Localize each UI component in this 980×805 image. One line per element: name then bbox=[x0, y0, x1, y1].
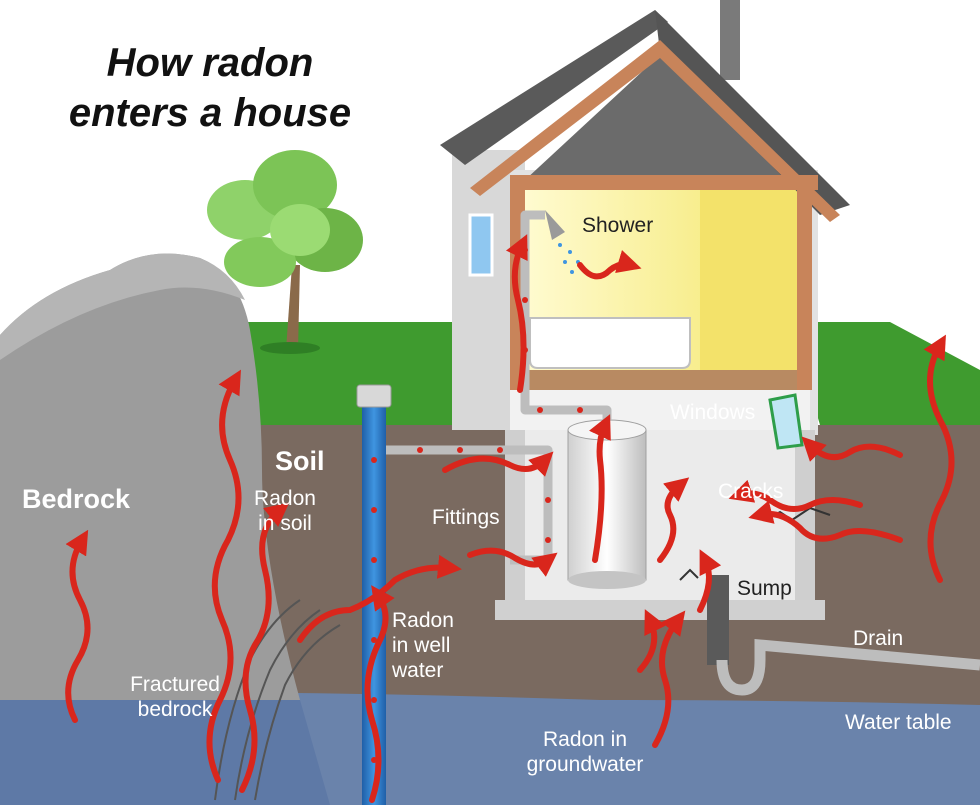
label-radon-in-soil: Radon in soil bbox=[254, 487, 316, 535]
roof-left bbox=[440, 10, 668, 165]
attic bbox=[525, 55, 797, 180]
arrow-cracks-2 bbox=[728, 479, 863, 512]
label-fittings: Fittings bbox=[432, 506, 500, 529]
arrow-right-ground bbox=[923, 334, 955, 583]
arrow-basement-2 bbox=[467, 547, 558, 577]
arrow-bedrock bbox=[65, 529, 91, 723]
basement-floor bbox=[495, 600, 825, 620]
right-post bbox=[797, 175, 812, 390]
chimney bbox=[720, 0, 740, 80]
label-cracks: Cracks bbox=[718, 480, 784, 503]
arrow-groundwater bbox=[652, 610, 686, 748]
label-fractured-bedrock: Fractured bedrock bbox=[130, 673, 220, 721]
tree bbox=[207, 150, 363, 354]
upper-floor bbox=[515, 370, 810, 390]
arrow-soil-mid bbox=[239, 502, 290, 793]
basement-wall-right bbox=[795, 430, 815, 610]
label-bedrock: Bedrock bbox=[22, 484, 131, 514]
water-tank bbox=[567, 419, 647, 589]
label-radon-in-well-water: Radon in well water bbox=[392, 609, 454, 682]
shower-head bbox=[545, 210, 565, 240]
roof-main bbox=[655, 10, 850, 215]
room-right-wall bbox=[700, 188, 797, 370]
well-cap bbox=[356, 384, 392, 408]
side-window bbox=[468, 213, 494, 277]
sump-pit bbox=[707, 575, 729, 665]
bathtub bbox=[529, 317, 691, 369]
label-soil: Soil bbox=[275, 446, 325, 476]
ceiling-beam bbox=[510, 175, 818, 190]
arrow-sump bbox=[637, 609, 667, 673]
basement-wall-left bbox=[505, 430, 525, 610]
arrow-pipe-up bbox=[505, 234, 528, 393]
grass-right bbox=[790, 322, 980, 425]
label-radon-in-groundwater: Radon in groundwater bbox=[526, 728, 644, 776]
arrow-windows bbox=[801, 436, 903, 462]
arrow-shower bbox=[577, 250, 642, 280]
shower-spray bbox=[558, 243, 587, 274]
arrow-floor-crack bbox=[657, 477, 690, 563]
drain-pipe bbox=[716, 638, 980, 696]
plumbing-pipes bbox=[385, 210, 612, 565]
label-shower: Shower bbox=[582, 214, 654, 237]
page-title: How radon enters a house bbox=[68, 41, 352, 135]
arrow-tank bbox=[589, 414, 611, 563]
radon-arrows bbox=[65, 234, 955, 803]
roof-trim bbox=[470, 40, 840, 222]
label-drain: Drain bbox=[853, 627, 904, 650]
arrow-soil-left bbox=[206, 369, 242, 783]
arrow-floor-crack-2 bbox=[697, 549, 722, 613]
arrow-well-up bbox=[364, 585, 395, 803]
bedrock-top-highlight bbox=[0, 253, 245, 360]
label-sump: Sump bbox=[737, 577, 792, 600]
arrow-cracks-1 bbox=[748, 500, 903, 543]
label-water-table: Water table bbox=[845, 711, 952, 734]
arrow-basement-1 bbox=[442, 451, 554, 477]
basement-ceiling bbox=[510, 390, 810, 430]
label-windows: Windows bbox=[670, 401, 756, 424]
